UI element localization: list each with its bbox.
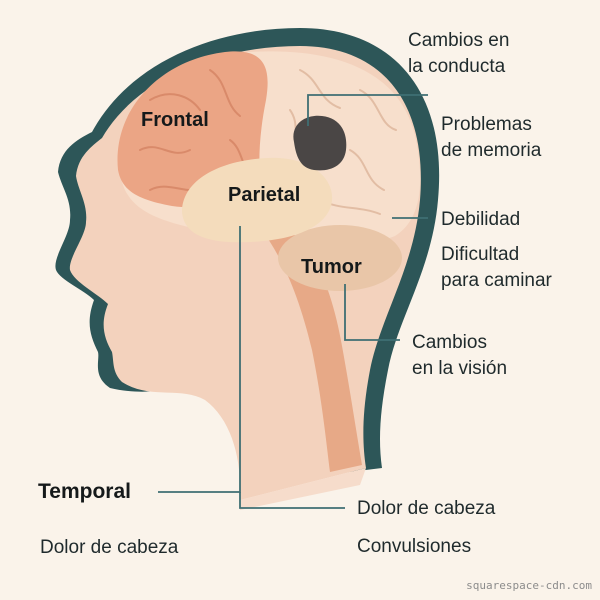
leader-line-conducta	[307, 94, 428, 126]
symptom-vision-line1: Cambios	[412, 332, 487, 353]
symptom-behavior-line1: Cambios en	[408, 30, 510, 51]
tumor-mass	[293, 115, 347, 171]
watermark: squarespace-cdn.com	[466, 579, 592, 592]
symptom-seizures: Convulsiones	[357, 536, 472, 557]
symptom-weakness: Debilidad	[441, 209, 521, 230]
leader-line-dolor	[239, 492, 345, 509]
leader-line-vision	[344, 284, 400, 341]
symptom-memory-line1: Problemas	[441, 114, 532, 135]
tumor-label: Tumor	[301, 256, 362, 278]
tumor-region	[278, 225, 402, 291]
leader-lines	[158, 94, 428, 509]
symptom-headache-right: Dolor de cabeza	[357, 498, 496, 519]
temporal-label: Temporal	[38, 480, 131, 503]
symptom-vision-line2: en la visión	[412, 358, 508, 379]
chest	[240, 468, 366, 510]
symptom-walking-line1: Dificultad	[441, 244, 520, 265]
symptom-memory-line2: de memoria	[441, 140, 542, 161]
symptom-behavior-line2: la conducta	[408, 56, 506, 77]
symptom-walking-line2: para caminar	[441, 270, 552, 291]
frontal-label: Frontal	[141, 109, 209, 131]
spinal-cord	[262, 230, 362, 472]
parietal-lobe	[182, 157, 333, 243]
symptom-headache-left: Dolor de cabeza	[40, 537, 179, 558]
parietal-label: Parietal	[228, 184, 301, 206]
